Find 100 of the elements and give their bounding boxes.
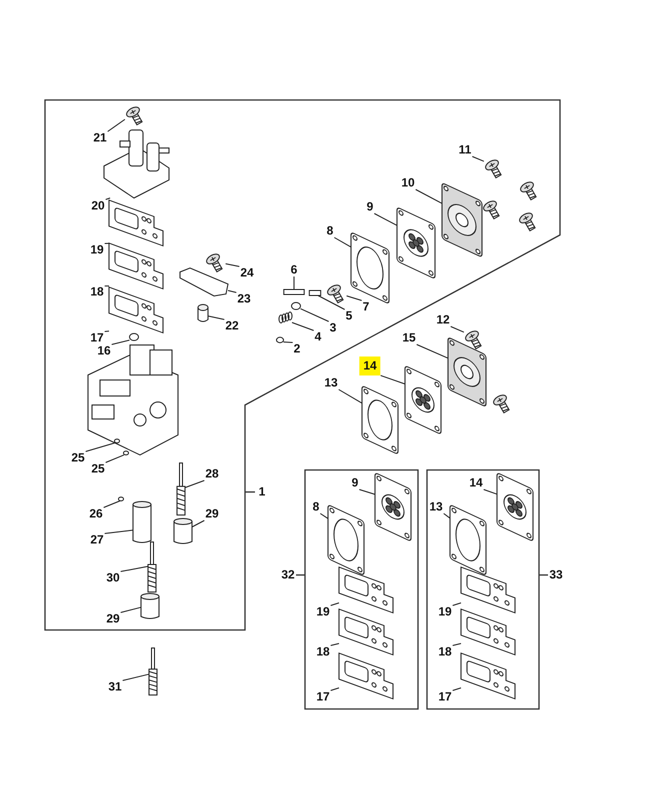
callout-number: 22 <box>224 320 240 332</box>
callout-number: 30 <box>105 572 121 584</box>
leader-line <box>472 156 484 162</box>
callout-number: 13 <box>323 376 339 390</box>
leader-line <box>192 520 205 528</box>
leader-line <box>103 500 120 508</box>
lever-drawing <box>180 267 229 297</box>
valve-drawing <box>308 290 322 296</box>
leader-line <box>104 330 110 332</box>
leader-line <box>374 213 398 226</box>
leader-line <box>450 326 464 333</box>
cup-drawing <box>174 518 192 544</box>
leader-line <box>346 295 362 301</box>
callout-number: 29 <box>204 508 220 520</box>
cup-drawing <box>140 593 160 619</box>
leader-line <box>330 643 340 646</box>
cover-drawing <box>448 336 486 408</box>
clip-drawing <box>123 450 129 456</box>
gasket-drawing <box>450 504 486 576</box>
callout-number: 1 <box>258 486 266 498</box>
leader-line <box>104 242 110 244</box>
leader-line <box>283 342 294 343</box>
callout-number: 7 <box>362 300 370 314</box>
leader-line <box>416 344 448 359</box>
callout-number: 14 <box>359 356 381 376</box>
gasket-drawing <box>338 608 394 656</box>
callout-number: 9 <box>350 476 360 490</box>
gasket-drawing <box>108 199 164 247</box>
ring-drawing <box>118 496 124 502</box>
callout-number: 10 <box>400 176 416 190</box>
callout-number: 5 <box>344 310 354 322</box>
leader-line <box>120 566 148 572</box>
needle-tip-drawing <box>291 302 301 310</box>
leader-line <box>452 602 462 606</box>
sleeve-drawing <box>198 304 208 322</box>
leader-line <box>107 118 126 132</box>
leader-line <box>120 606 142 613</box>
gasket-drawing <box>108 242 164 290</box>
callout-number: 25 <box>90 462 106 476</box>
gasket-drawing <box>338 566 394 614</box>
leader-line <box>443 513 450 519</box>
clip-drawing <box>114 438 120 444</box>
leader-line <box>292 322 314 331</box>
cap-drawing <box>129 333 139 341</box>
plug-drawing <box>276 336 284 344</box>
screw-drawing <box>485 160 502 178</box>
callout-number: 13 <box>428 500 444 514</box>
callout-number: 19 <box>437 606 453 618</box>
spring-drawing <box>278 312 292 324</box>
needle-drawing <box>148 648 158 696</box>
pin-drawing <box>283 289 305 295</box>
leader-line <box>380 375 406 384</box>
leader-line <box>225 263 240 267</box>
leader-line <box>320 513 328 520</box>
callout-number: 4 <box>314 330 322 344</box>
leader-line <box>228 290 237 293</box>
callout-number: 17 <box>437 690 453 704</box>
callout-number: 29 <box>105 612 121 626</box>
callout-number: 24 <box>239 266 255 280</box>
callout-number: 18 <box>437 646 453 658</box>
screw-drawing <box>206 254 223 272</box>
leader-line <box>184 480 205 488</box>
callout-number: 12 <box>435 314 451 326</box>
callout-number: 33 <box>548 568 564 582</box>
leader-line <box>338 389 362 404</box>
callout-number: 8 <box>312 500 320 514</box>
leader-line <box>330 602 340 606</box>
callout-number: 2 <box>292 342 302 356</box>
gasket-drawing <box>460 566 516 614</box>
callout-number: 3 <box>328 322 338 334</box>
screw-drawing <box>126 106 143 126</box>
leader-line <box>318 295 346 310</box>
callout-number: 8 <box>326 224 334 238</box>
callout-number: 15 <box>401 332 417 344</box>
callout-number: 18 <box>315 646 331 658</box>
leader-line <box>122 674 150 681</box>
leader-line <box>452 643 462 646</box>
gasket-drawing <box>460 652 516 700</box>
callout-number: 23 <box>236 292 252 306</box>
leader-line <box>483 489 498 495</box>
callout-number: 19 <box>315 606 331 618</box>
callout-number: 32 <box>280 568 296 582</box>
callout-number: 19 <box>89 244 105 256</box>
jet-drawing <box>132 501 152 543</box>
callout-number: 14 <box>468 476 484 490</box>
leader-line <box>330 687 340 691</box>
leader-line <box>208 316 225 320</box>
callout-number: 26 <box>88 508 104 520</box>
gasket-drawing <box>108 286 164 334</box>
gasket-drawing <box>338 652 394 700</box>
callout-number: 21 <box>92 132 108 144</box>
leader-line <box>452 687 462 691</box>
callout-number: 20 <box>90 200 106 212</box>
callout-number: 27 <box>89 534 105 546</box>
callout-number: 17 <box>89 332 105 344</box>
callout-number: 31 <box>107 680 123 694</box>
leader-line <box>104 530 134 534</box>
needle-drawing <box>148 542 156 592</box>
callout-number: 17 <box>315 690 331 704</box>
leader-line <box>300 308 330 322</box>
